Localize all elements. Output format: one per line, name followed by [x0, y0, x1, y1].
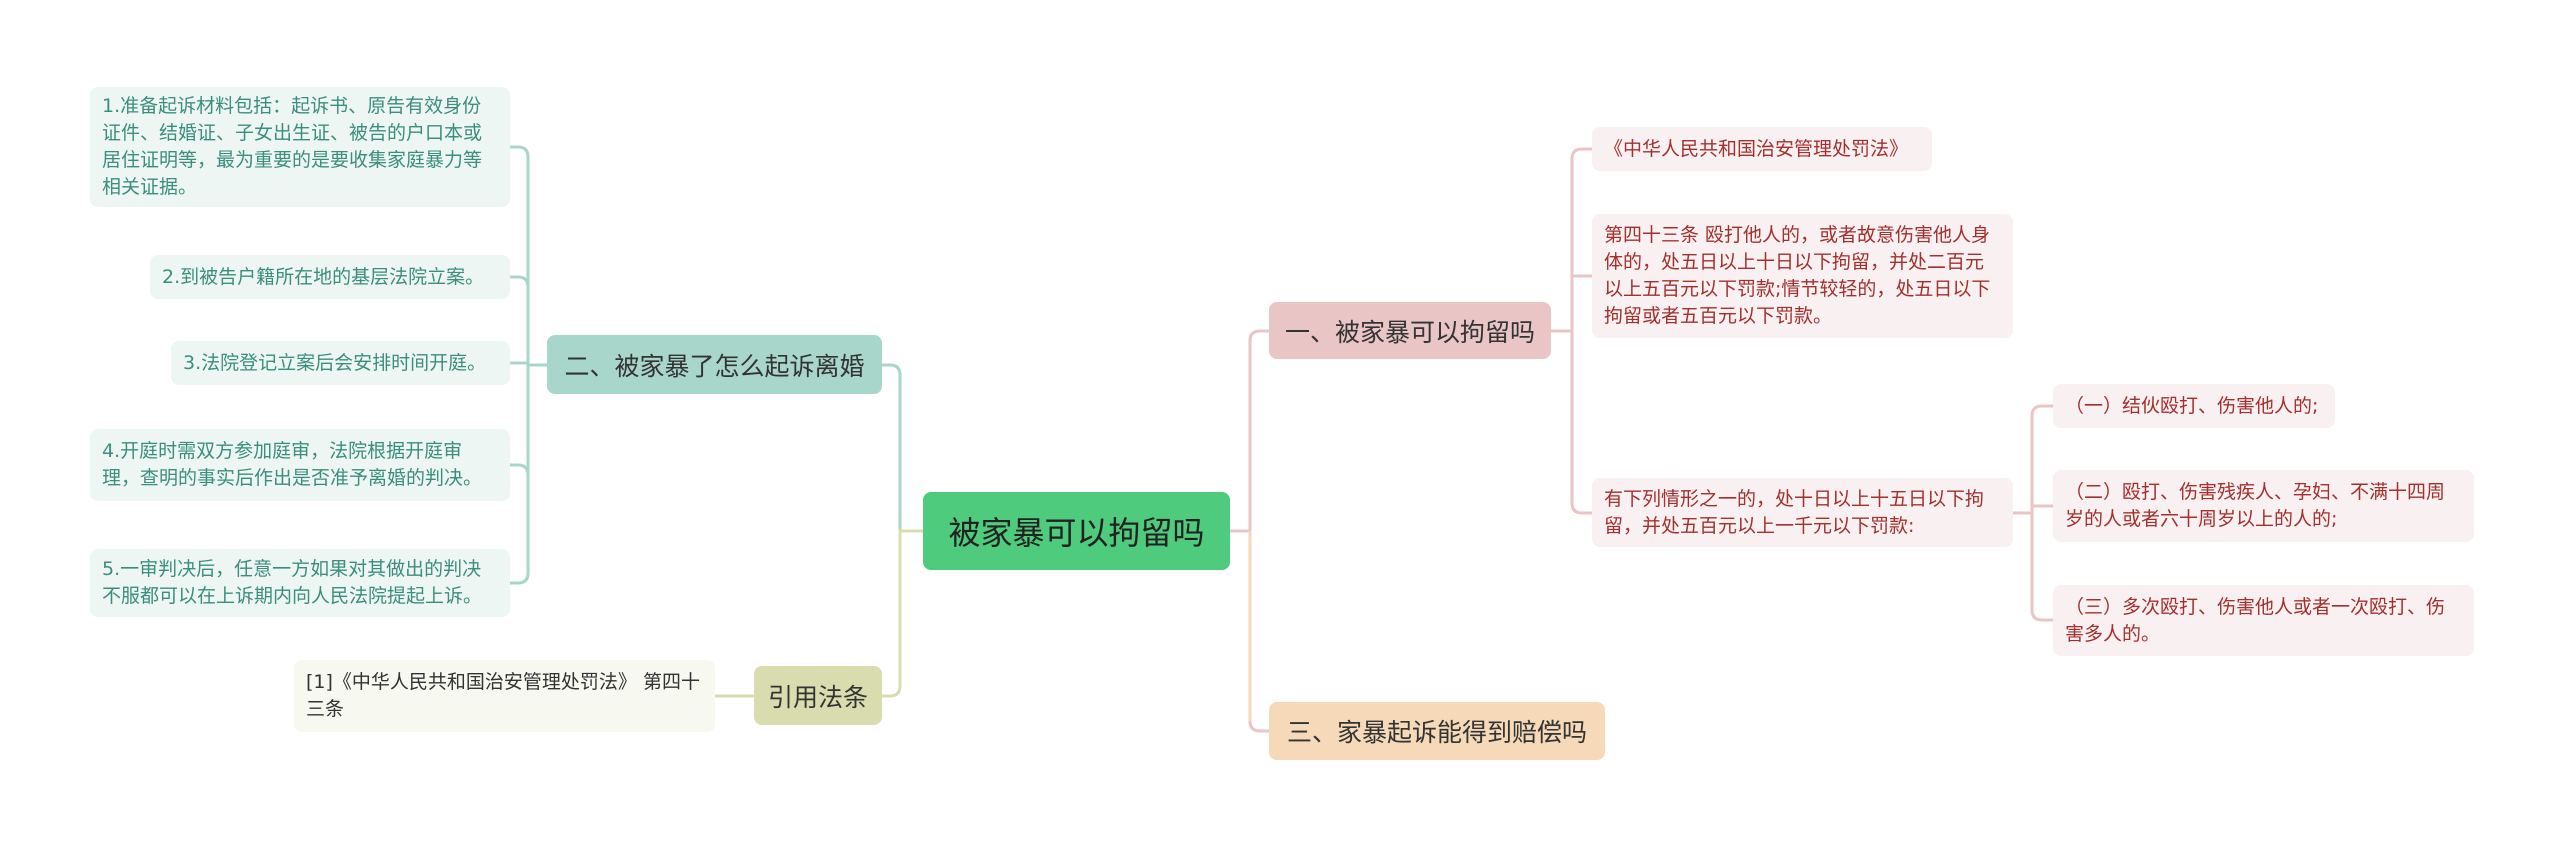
law-title[interactable]: 《中华人民共和国治安管理处罚法》	[1592, 127, 1932, 171]
sue-step-3[interactable]: 3.法院登记立案后会安排时间开庭。	[171, 341, 510, 385]
article-43[interactable]: 第四十三条 殴打他人的，或者故意伤害他人身体的，处五日以上十日以下拘留，并处二百…	[1592, 214, 2013, 338]
central-topic[interactable]: 被家暴可以拘留吗	[923, 492, 1230, 570]
branch-cited-law[interactable]: 引用法条	[754, 666, 882, 725]
sue-step-1[interactable]: 1.准备起诉材料包括：起诉书、原告有效身份证件、结婚证、子女出生证、被告的户口本…	[90, 87, 510, 207]
cited-law-item[interactable]: [1]《中华人民共和国治安管理处罚法》 第四十三条	[294, 660, 715, 732]
sue-step-5[interactable]: 5.一审判决后，任意一方如果对其做出的判决不服都可以在上诉期内向人民法院提起上诉…	[90, 549, 510, 617]
circumstance-1[interactable]: （一）结伙殴打、伤害他人的;	[2053, 384, 2335, 428]
branch-compensation[interactable]: 三、家暴起诉能得到赔偿吗	[1269, 702, 1605, 760]
circumstance-3[interactable]: （三）多次殴打、伤害他人或者一次殴打、伤害多人的。	[2053, 585, 2474, 656]
branch-sue-divorce[interactable]: 二、被家暴了怎么起诉离婚	[547, 335, 882, 394]
aggravated-circumstances[interactable]: 有下列情形之一的，处十日以上十五日以下拘留，并处五百元以上一千元以下罚款:	[1592, 478, 2013, 547]
circumstance-2[interactable]: （二）殴打、伤害残疾人、孕妇、不满十四周岁的人或者六十周岁以上的人的;	[2053, 470, 2474, 542]
sue-step-2[interactable]: 2.到被告户籍所在地的基层法院立案。	[150, 255, 510, 299]
sue-step-4[interactable]: 4.开庭时需双方参加庭审，法院根据开庭审理，查明的事实后作出是否准予离婚的判决。	[90, 429, 510, 501]
branch-detention[interactable]: 一、被家暴可以拘留吗	[1269, 302, 1551, 359]
